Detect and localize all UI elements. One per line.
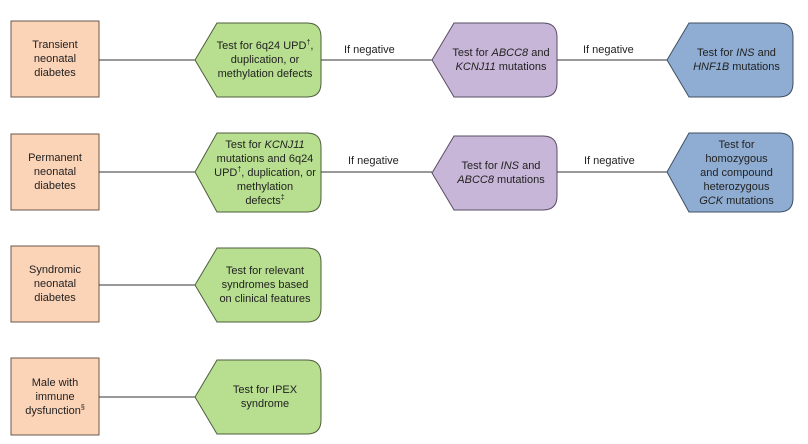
label-text: Test for IPEX <box>232 384 298 396</box>
label-text: homozygous <box>705 152 768 165</box>
row2-third-test-box <box>666 132 794 213</box>
label-text: diabetes <box>34 292 76 304</box>
label-text: HNF1B <box>693 61 730 73</box>
row1-condition-box <box>10 20 100 98</box>
label-text: KCNJ11 <box>264 138 305 151</box>
row4-condition-box <box>10 357 100 436</box>
label-text: immune <box>35 390 75 403</box>
footnote-mark: † <box>306 39 311 47</box>
label-text: Permanent <box>28 152 82 164</box>
row1-second-test-box <box>431 22 558 98</box>
label-text: mutations <box>729 61 780 73</box>
label-text: Test for <box>718 138 755 151</box>
label-text: defects <box>245 194 281 207</box>
label-text: Test for relevant <box>225 265 305 277</box>
row2-second-test-box <box>431 135 558 211</box>
row2-if-negative-label: If negative <box>348 155 399 167</box>
label-text: syndromes based <box>221 279 309 291</box>
row1-test-box <box>194 22 322 98</box>
row4-test-box <box>194 359 322 435</box>
label-text: Test for 6q24 UPD <box>216 40 307 52</box>
row3-test-label: Test for relevant syndromes based on clini… <box>210 248 320 322</box>
label-text: mutations <box>723 194 774 207</box>
row1-third-test-box <box>666 22 794 98</box>
label-text: , duplication, or <box>241 166 316 179</box>
label-text: syndrome <box>240 398 290 410</box>
label-text: ABCC8 <box>457 174 494 186</box>
label-text: heterozygous <box>703 180 770 193</box>
label-text: and <box>528 47 550 59</box>
label-text: GCK <box>699 194 724 207</box>
label-text: diabetes <box>34 67 76 79</box>
label-text: mutations and 6q24 <box>216 152 314 165</box>
label-text: on clinical features <box>219 293 311 305</box>
footnote-mark: § <box>80 403 85 411</box>
label-text: neonatal <box>33 166 77 178</box>
footnote-mark: ‡ <box>280 193 285 201</box>
row4-test-label: Test for IPEX syndrome <box>210 360 320 434</box>
row2-test-box <box>194 132 322 213</box>
label-text: methylation defects <box>217 68 313 80</box>
label-text: KCNJ11 <box>455 61 496 73</box>
row2-second-if-negative-label: If negative <box>584 155 635 167</box>
row2-condition-box <box>10 133 100 211</box>
row3-test-box <box>194 247 322 323</box>
label-text: INS <box>500 160 520 172</box>
label-text: Male with <box>31 376 79 389</box>
label-text: Test for <box>461 160 501 172</box>
row1-second-if-negative-label: If negative <box>583 44 634 56</box>
label-text: mutations <box>495 61 547 73</box>
row3-condition-label: Syndromic neonatal diabetes <box>13 248 97 320</box>
label-text: ABCC8 <box>491 47 529 59</box>
label-text: dysfunction <box>25 404 81 417</box>
label-text: Test for <box>225 138 265 151</box>
label-text: Syndromic <box>29 264 81 276</box>
label-text: Transient <box>32 39 78 51</box>
label-text: neonatal <box>33 53 77 65</box>
label-text: methylation <box>236 180 294 193</box>
label-text: and <box>519 160 541 172</box>
row1-condition-label: Transient neonatal diabetes <box>13 23 97 95</box>
label-text: UPD <box>214 166 238 179</box>
label-text: duplication, or <box>230 54 300 66</box>
row1-if-negative-label: If negative <box>344 44 395 56</box>
label-text: and compound <box>700 166 773 179</box>
label-text: neonatal <box>33 278 77 290</box>
row1-test-label: Test for 6q24 UPD†, duplication, or methyl… <box>210 23 320 97</box>
label-text: INS <box>736 47 755 59</box>
label-text: Test for <box>697 47 737 59</box>
label-text: mutations <box>493 174 545 186</box>
label-text: diabetes <box>34 180 76 192</box>
footnote-mark: † <box>237 165 242 173</box>
row2-condition-label: Permanent neonatal diabetes <box>13 136 97 208</box>
label-text: and <box>754 47 776 59</box>
label-text: Test for <box>452 47 492 59</box>
label-text: , <box>310 40 314 52</box>
row3-condition-box <box>10 245 100 323</box>
